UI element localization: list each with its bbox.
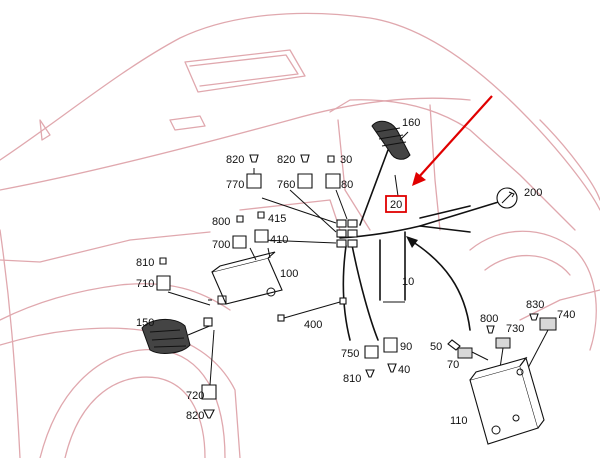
module-arrow: [406, 236, 471, 331]
label-50: 50: [430, 341, 442, 353]
conn-70: [447, 339, 489, 361]
label-800b: 800: [480, 313, 498, 325]
label-760: 760: [277, 179, 295, 191]
label-820b: 820: [277, 154, 295, 166]
label-400: 400: [304, 319, 322, 331]
label-90: 90: [400, 341, 412, 353]
conn-90: [383, 337, 398, 373]
connector-cluster: [261, 189, 358, 248]
highlight-20: 20: [385, 195, 407, 213]
module-110: [469, 356, 545, 445]
label-810b: 810: [343, 373, 361, 385]
label-30: 30: [340, 154, 352, 166]
highlight-arrow: [412, 95, 493, 186]
label-10: 10: [402, 276, 414, 288]
module-100: [167, 247, 283, 306]
label-820a: 820: [226, 154, 244, 166]
label-20: 20: [390, 199, 402, 211]
label-80: 80: [341, 179, 353, 191]
label-150: 150: [136, 317, 154, 329]
label-700: 700: [212, 239, 230, 251]
label-110: 110: [450, 415, 468, 427]
cable-400: [277, 297, 347, 322]
label-720: 720: [186, 390, 204, 402]
conn-760: [297, 154, 313, 189]
label-710: 710: [136, 278, 154, 290]
label-415: 415: [268, 213, 286, 225]
tube-150: [141, 317, 213, 354]
label-410: 410: [270, 234, 288, 246]
conn-80: [325, 155, 341, 189]
conn-730: [486, 325, 511, 369]
label-750: 750: [341, 348, 359, 360]
conn-770: [246, 154, 262, 189]
label-800a: 800: [212, 216, 230, 228]
label-70: 70: [447, 359, 459, 371]
label-820c: 820: [186, 410, 204, 422]
conn-750: [364, 345, 379, 378]
car-body-outline: [0, 12, 600, 458]
label-810a: 810: [136, 257, 154, 269]
ground-200: [496, 187, 518, 209]
label-770: 770: [226, 179, 244, 191]
tube-160: [371, 120, 411, 160]
label-160: 160: [402, 117, 420, 129]
conn-410: [254, 211, 269, 243]
label-200: 200: [524, 187, 542, 199]
label-830: 830: [526, 299, 544, 311]
label-40: 40: [398, 364, 410, 376]
label-740: 740: [557, 309, 575, 321]
label-730: 730: [506, 323, 524, 335]
conn-720: [201, 329, 217, 419]
conn-700: [232, 215, 247, 249]
label-100: 100: [280, 268, 298, 280]
conn-710: [156, 257, 171, 291]
conn-740: [527, 313, 557, 369]
